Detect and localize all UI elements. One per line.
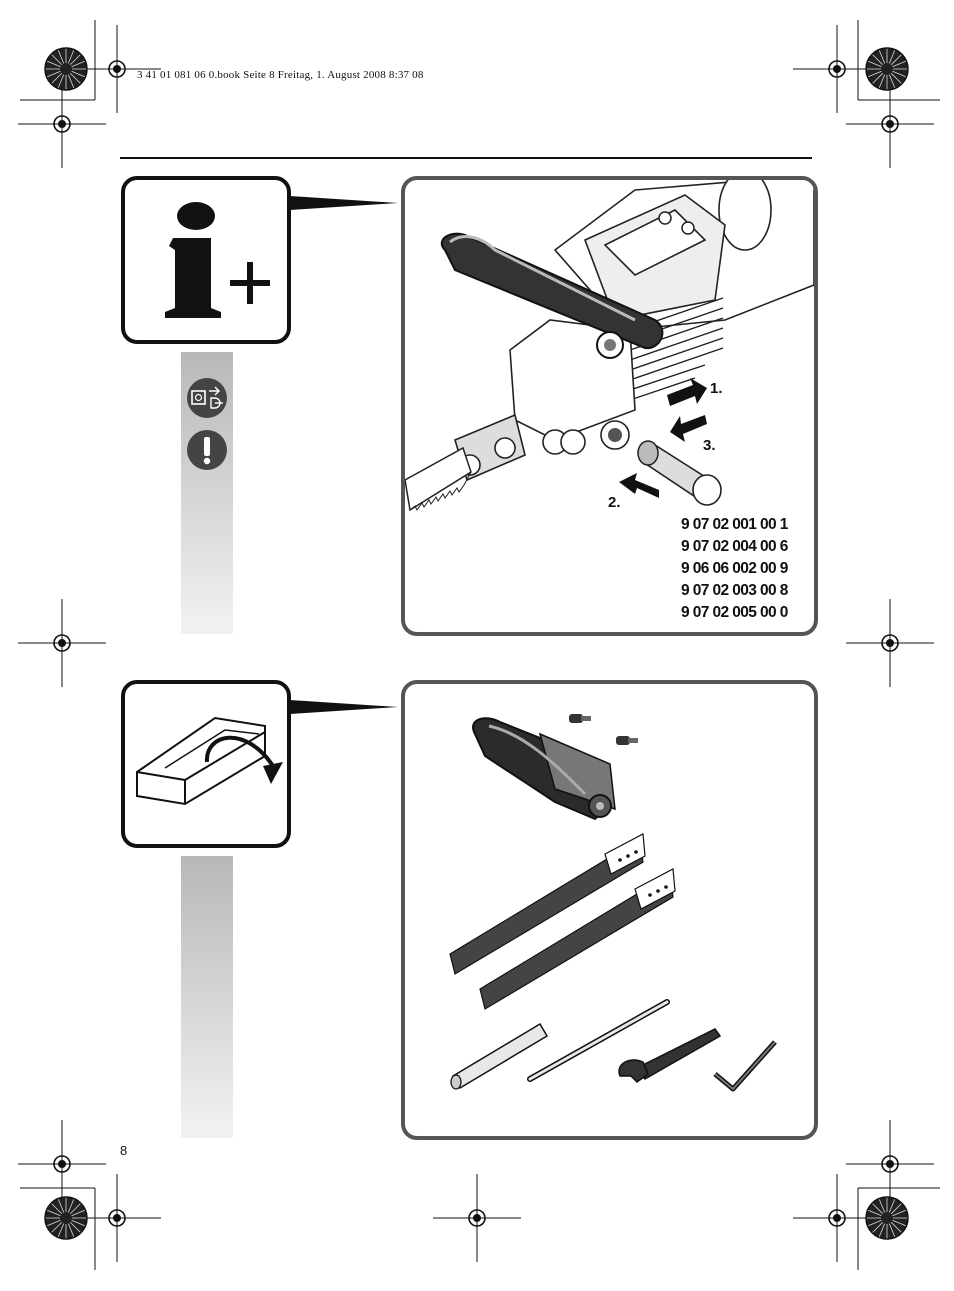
color-wheel-icon bbox=[865, 47, 909, 91]
color-wheel-icon bbox=[865, 1196, 909, 1240]
saw-blade-icon bbox=[449, 833, 646, 975]
warning-icon bbox=[187, 430, 227, 470]
gray-strip-bottom bbox=[181, 856, 233, 1138]
pin-icon bbox=[450, 1022, 549, 1090]
wrench-icon bbox=[618, 1028, 722, 1083]
part-number: 9 07 02 001 00 1 bbox=[681, 516, 788, 533]
part-number: 9 06 06 002 00 9 bbox=[681, 560, 788, 577]
registration-mark-icon bbox=[845, 1119, 935, 1209]
part-number: 9 07 02 004 00 6 bbox=[681, 538, 788, 555]
info-box bbox=[121, 176, 291, 344]
part-number: 9 07 02 003 00 8 bbox=[681, 582, 788, 599]
box-open-icon bbox=[136, 716, 283, 806]
unplug-icon bbox=[187, 378, 227, 418]
step-label-1: 1. bbox=[710, 380, 723, 397]
header-rule bbox=[120, 157, 812, 159]
registration-mark-icon bbox=[17, 1119, 107, 1209]
hex-key-icon bbox=[713, 1040, 777, 1092]
info-plus-icon bbox=[165, 202, 270, 318]
package-box bbox=[121, 680, 291, 848]
registration-mark-icon bbox=[845, 598, 935, 688]
registration-mark-icon bbox=[432, 1173, 522, 1263]
saw-blade-icon bbox=[479, 868, 676, 1010]
page-number: 8 bbox=[120, 1143, 128, 1158]
step-label-2: 2. bbox=[608, 494, 621, 511]
part-number: 9 07 02 005 00 0 bbox=[681, 604, 788, 621]
screw-icon bbox=[616, 736, 638, 745]
pointer-bottom bbox=[290, 700, 398, 714]
registration-mark-icon bbox=[17, 598, 107, 688]
panel-top: 1. 2. 3. 9 07 02 001 00 1 9 07 02 004 00… bbox=[401, 176, 818, 636]
rod-icon bbox=[527, 999, 670, 1082]
scope-of-delivery-illustration bbox=[449, 714, 777, 1092]
print-info: 3 41 01 081 06 0.book Seite 8 Freitag, 1… bbox=[137, 69, 424, 81]
color-wheel-icon bbox=[44, 1196, 88, 1240]
saw-blade-install-illustration bbox=[405, 180, 814, 512]
part-number-list: 9 07 02 001 00 1 9 07 02 004 00 6 9 06 0… bbox=[681, 514, 788, 624]
color-wheel-icon bbox=[44, 47, 88, 91]
step-label-3: 3. bbox=[703, 437, 716, 454]
panel-bottom bbox=[401, 680, 818, 1140]
registration-mark-icon bbox=[17, 79, 107, 169]
pointer-top bbox=[290, 196, 398, 210]
screw-icon bbox=[569, 714, 591, 723]
registration-mark-icon bbox=[845, 79, 935, 169]
